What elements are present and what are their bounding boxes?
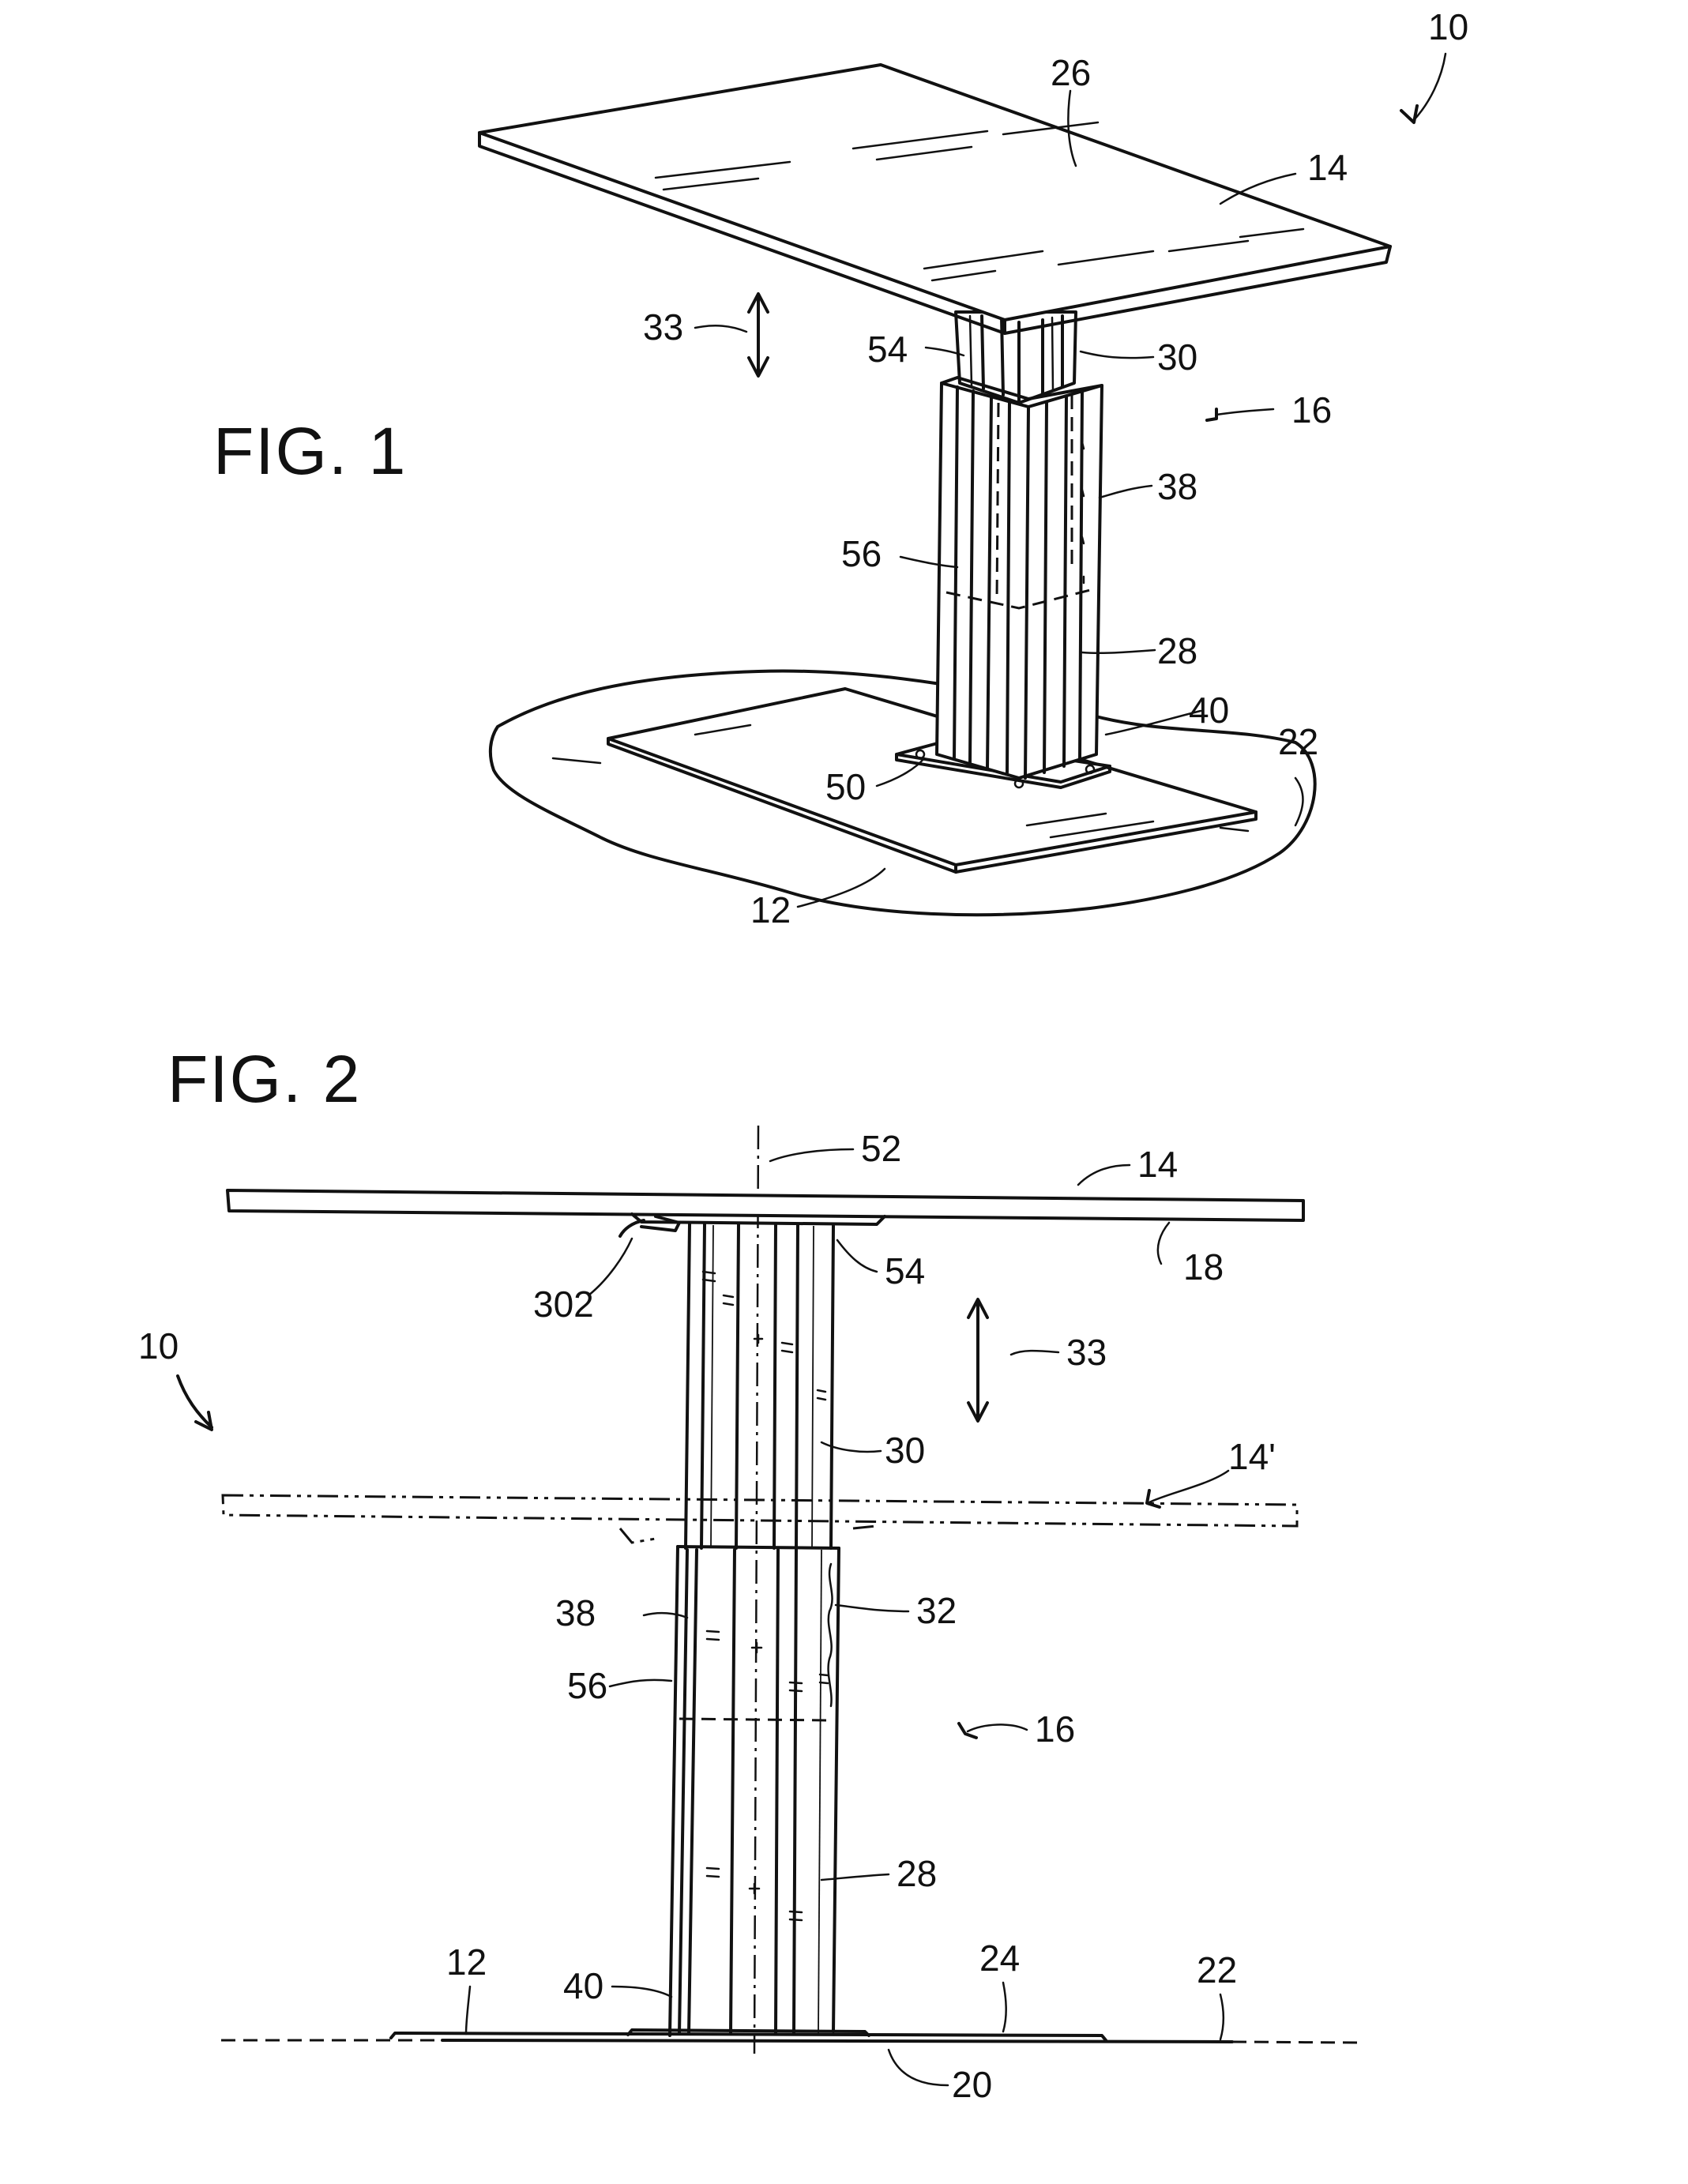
fig2-label-54: 54	[885, 1250, 925, 1291]
floor-line	[442, 2040, 1232, 2042]
table-top-fig2	[227, 1190, 1303, 1236]
fig1-label-14: 14	[1307, 147, 1348, 188]
fig1-label-56: 56	[841, 533, 882, 574]
fig2-label-10: 10	[138, 1325, 179, 1366]
fig1-label-26: 26	[1051, 52, 1091, 93]
fig1-label-10: 10	[1428, 6, 1468, 47]
outer-column-fig1	[937, 378, 1102, 778]
fig2-label-40: 40	[563, 1965, 603, 2006]
figure-2: FIG. 2	[138, 1042, 1359, 2105]
fig2-label-30: 30	[885, 1430, 925, 1471]
fig2-label-33: 33	[1066, 1332, 1107, 1373]
fig2-label-18: 18	[1183, 1246, 1224, 1287]
fig2-label-20: 20	[952, 2064, 992, 2105]
arrow-33-fig1	[749, 294, 768, 376]
fig2-label-56: 56	[567, 1665, 607, 1706]
fig1-label-33: 33	[643, 306, 683, 348]
fig1-label-12: 12	[750, 889, 791, 930]
floor-line-right	[1232, 2042, 1359, 2043]
fig2-title: FIG. 2	[167, 1042, 361, 1116]
fig2-label-24: 24	[979, 1938, 1020, 1979]
fig2-label-52: 52	[861, 1128, 901, 1169]
fig1-label-38: 38	[1157, 466, 1197, 507]
fig1-title: FIG. 1	[213, 414, 407, 488]
fig1-label-54: 54	[867, 329, 908, 370]
arrow-33-fig2	[968, 1299, 987, 1421]
fig1-label-30: 30	[1157, 336, 1197, 378]
fig2-label-22: 22	[1197, 1949, 1237, 1990]
fig2-label-16: 16	[1035, 1708, 1075, 1750]
base-plate	[608, 689, 1256, 872]
fig2-label-28: 28	[897, 1853, 937, 1894]
table-top-fig1	[479, 65, 1390, 333]
fig2-label-14prime: 14'	[1228, 1436, 1276, 1477]
fig1-label-50: 50	[825, 766, 866, 807]
fig1-label-28: 28	[1157, 630, 1197, 671]
inner-column-fig1	[956, 312, 1076, 403]
fig1-label-40: 40	[1189, 690, 1229, 731]
table-top-lowered	[223, 1495, 1297, 1543]
fig2-label-38: 38	[555, 1592, 596, 1633]
fig2-label-12: 12	[446, 1942, 487, 1983]
figure-1: FIG. 1	[213, 6, 1468, 930]
arrowhead-10-fig1	[1401, 106, 1417, 122]
fig2-label-32: 32	[916, 1590, 957, 1631]
centerline-52	[754, 1126, 758, 2054]
fig2-label-14: 14	[1137, 1144, 1178, 1185]
leader-10-fig2	[178, 1376, 212, 1427]
fig1-label-22: 22	[1278, 721, 1318, 762]
fig2-label-302: 302	[533, 1284, 594, 1325]
fig1-label-16: 16	[1291, 389, 1332, 430]
arrowhead-16-fig1	[1207, 409, 1216, 420]
